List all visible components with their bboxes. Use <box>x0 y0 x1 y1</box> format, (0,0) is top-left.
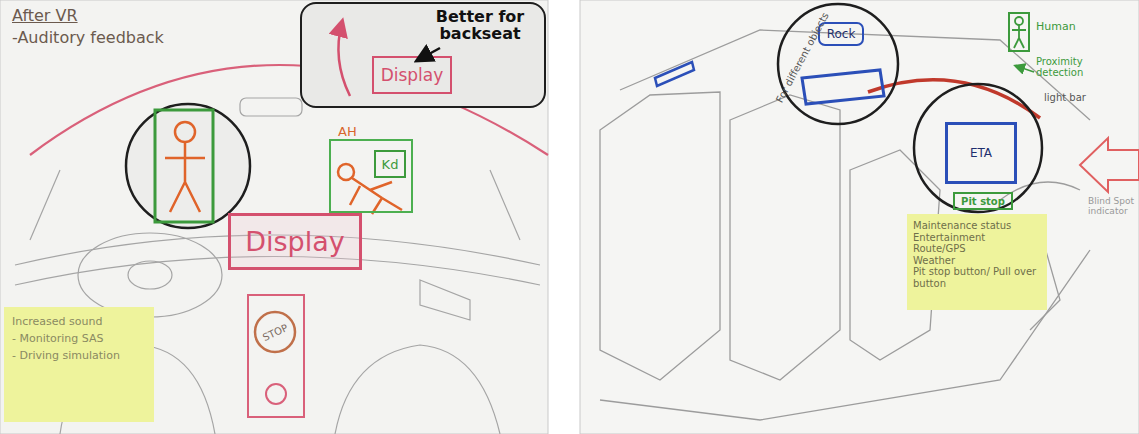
door-handle <box>420 280 470 320</box>
leader-arrow <box>418 48 440 60</box>
node-text: Kd <box>382 157 399 172</box>
steering-hub <box>128 261 172 289</box>
node-text: Route/GPS <box>913 243 966 255</box>
node-text: Increased sound <box>12 315 102 328</box>
note-heading: After VR <box>12 6 78 25</box>
node-text: Weather <box>913 255 955 267</box>
stop-button: STOP <box>253 310 297 354</box>
figure-head <box>338 164 354 180</box>
roof-line <box>620 30 1090 120</box>
figure-head <box>1015 17 1023 25</box>
leader-arrow <box>1016 66 1034 72</box>
display-box: Display <box>228 213 362 270</box>
steering-wheel <box>78 233 222 317</box>
curve-arrow <box>338 22 350 96</box>
console-outline <box>248 295 304 417</box>
rear-mirror <box>240 98 302 116</box>
right-photo <box>580 0 1139 434</box>
node-text: ETA <box>970 146 992 160</box>
pedestrian-box <box>155 110 213 222</box>
zoom-inset: Better for backseatDisplay <box>300 2 546 108</box>
pit-stop-box: Pit stop <box>953 192 1013 210</box>
stick-figure <box>350 178 402 214</box>
note-text: -Auditory feedback <box>12 28 164 47</box>
seat-screen-mark <box>655 62 694 86</box>
circle-outline <box>255 312 295 352</box>
figure-label: AH <box>338 124 357 139</box>
figure-head <box>175 122 195 142</box>
seat-outline <box>730 95 840 380</box>
node-text: Human <box>1036 20 1076 33</box>
zoom-circle <box>126 104 250 228</box>
kid-box: Kd <box>374 150 406 178</box>
stick-figure <box>1012 25 1026 48</box>
node-text: Pit stop <box>961 196 1005 207</box>
node-text: Rock <box>827 27 856 41</box>
left-photo <box>0 0 548 434</box>
blind-spot-arrow <box>1080 138 1139 192</box>
human-box: Human <box>1008 12 1030 52</box>
sticky-note: Increased sound - Monitoring SAS - Driving… <box>4 307 154 422</box>
node-text: Display <box>381 65 444 85</box>
console-knob <box>266 384 286 404</box>
node-text: Entertainment <box>913 232 985 244</box>
node-text: Better for backseat <box>424 9 536 43</box>
note-text: Proximity detection <box>1036 56 1116 78</box>
node-text: - Driving simulation <box>12 349 120 362</box>
seat-outline <box>600 92 720 380</box>
eta-screen: ETA <box>945 122 1017 184</box>
note-text: light bar <box>1044 92 1086 103</box>
node-text: Pit stop button/ Pull over button <box>913 266 1041 289</box>
stick-figure <box>165 142 205 212</box>
node-text: Maintenance status <box>913 220 1011 232</box>
zoom-circle <box>914 84 1042 212</box>
display-box: Display <box>372 56 452 94</box>
node-text: - Monitoring SAS <box>12 332 103 345</box>
hud-screen <box>802 70 884 104</box>
pedestrian-box <box>330 140 412 212</box>
note-text: Blind Spot indicator <box>1088 196 1138 216</box>
note-text: For different objects <box>774 11 831 105</box>
sticky-note: Maintenance statusEntertainmentRoute/GPS… <box>907 214 1047 310</box>
node-text: Display <box>245 226 345 257</box>
floor-line <box>600 250 1090 420</box>
node-text: STOP <box>261 321 290 342</box>
seat-outline <box>335 345 500 434</box>
